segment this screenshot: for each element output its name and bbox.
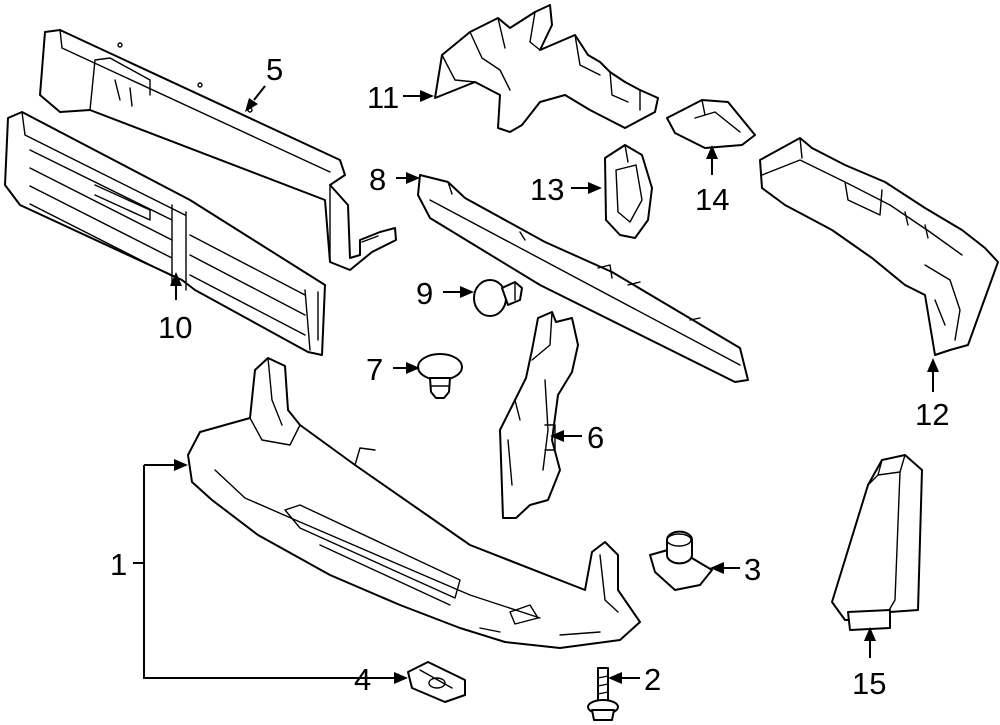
callout-1: 1 xyxy=(110,547,127,582)
callout-10: 10 xyxy=(158,310,192,345)
part-6-side-air-guide xyxy=(499,311,579,519)
callout-5: 5 xyxy=(266,52,283,87)
callout-6: 6 xyxy=(587,420,604,455)
part-14-bracket-plate xyxy=(666,99,756,149)
callout-14: 14 xyxy=(695,182,729,217)
callout-11: 11 xyxy=(367,80,399,115)
part-8-seal-strip xyxy=(417,174,749,383)
part-10-grille-shutter xyxy=(4,111,326,356)
part-1-air-deflector xyxy=(187,357,641,649)
callout-2: 2 xyxy=(644,662,661,697)
part-15-cover xyxy=(831,454,923,631)
part-3-clip-nut xyxy=(649,530,713,591)
part-2-bolt xyxy=(587,667,619,721)
part-7-push-pin xyxy=(417,353,463,399)
callout-3: 3 xyxy=(744,552,761,587)
callout-8: 8 xyxy=(369,162,386,197)
leader-lines xyxy=(133,85,939,684)
part-4-u-nut xyxy=(407,661,466,703)
callout-15: 15 xyxy=(852,666,886,701)
part-12-side-duct xyxy=(759,137,999,356)
callout-13: 13 xyxy=(530,172,564,207)
part-13-bracket xyxy=(604,144,653,239)
callout-4: 4 xyxy=(354,662,371,697)
callout-9: 9 xyxy=(416,276,433,311)
part-9-push-clip xyxy=(473,279,523,317)
part-11-upper-duct xyxy=(434,4,659,133)
callout-7: 7 xyxy=(366,352,383,387)
callout-labels: 1 2 3 4 5 6 7 8 9 10 11 12 13 14 15 xyxy=(110,52,949,701)
callout-12: 12 xyxy=(915,397,949,432)
